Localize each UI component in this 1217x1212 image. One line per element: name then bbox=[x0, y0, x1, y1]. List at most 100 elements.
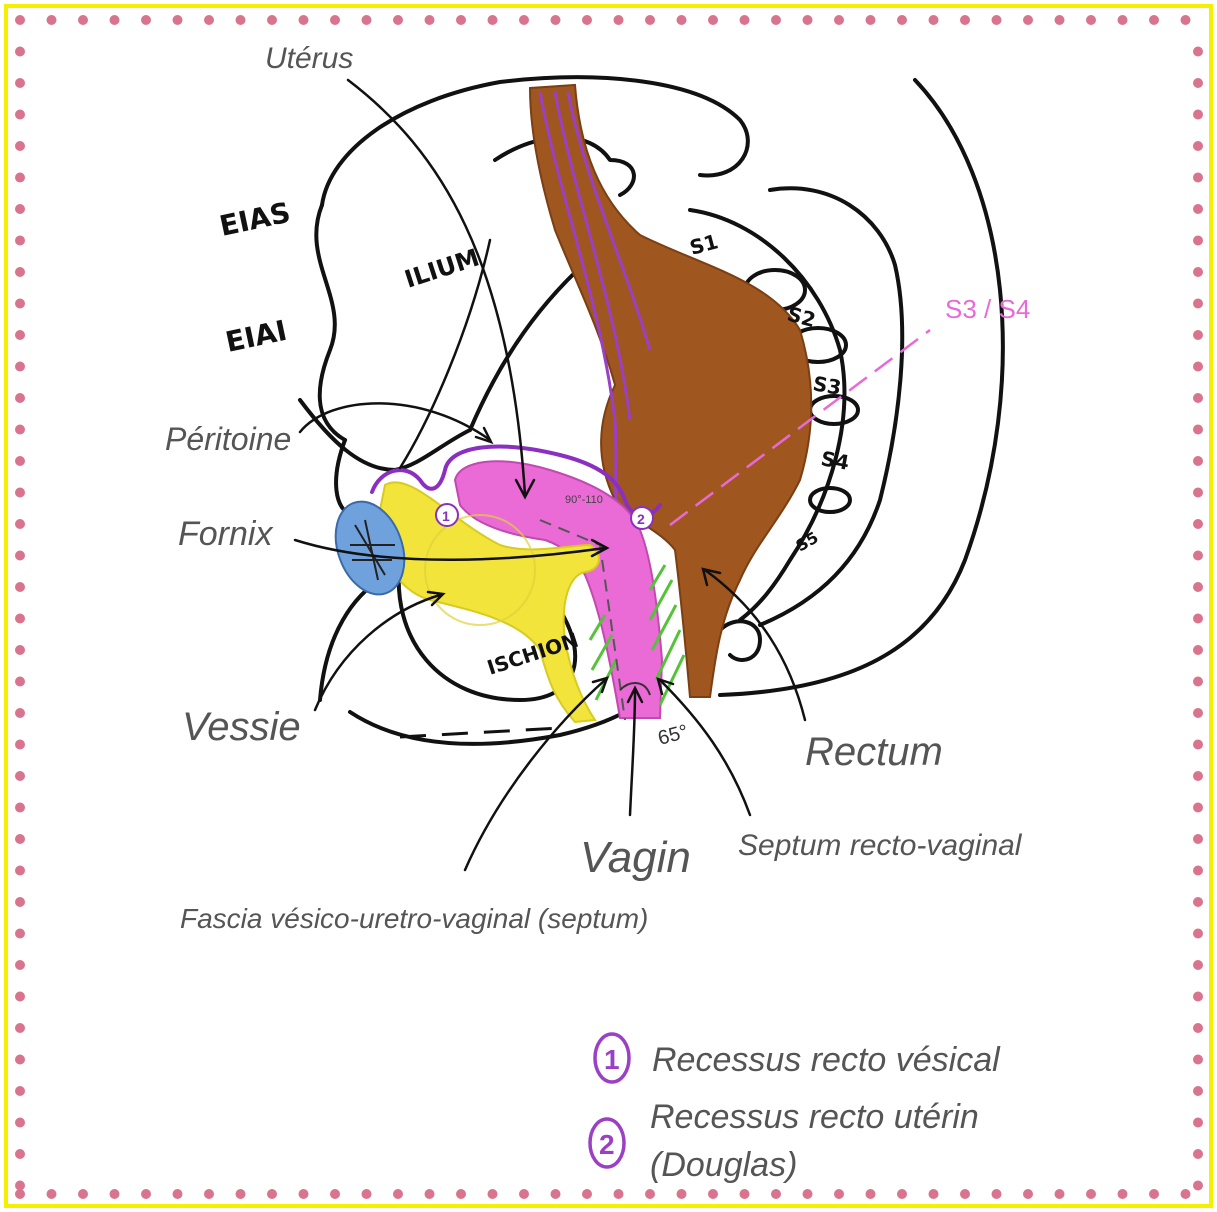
border-dot bbox=[1193, 299, 1203, 309]
legend-marker-2-num: 2 bbox=[599, 1129, 615, 1160]
legend-item-1-text: Recessus recto vésical bbox=[652, 1041, 1001, 1079]
border-dot bbox=[15, 645, 25, 655]
border-dot bbox=[1193, 204, 1203, 214]
label-septum: Septum recto-vaginal bbox=[738, 829, 1023, 862]
border-dot bbox=[1193, 173, 1203, 183]
border-dot bbox=[488, 1189, 498, 1199]
border-dot bbox=[236, 15, 246, 25]
border-dot bbox=[488, 15, 498, 25]
border-dot bbox=[15, 78, 25, 88]
border-dot bbox=[708, 15, 718, 25]
label-s3s4: S3 / S4 bbox=[945, 294, 1030, 324]
border-dot bbox=[15, 204, 25, 214]
border-dot bbox=[15, 425, 25, 435]
border-dot bbox=[1193, 236, 1203, 246]
border-dot bbox=[15, 771, 25, 781]
border-dot bbox=[204, 1189, 214, 1199]
border-dot bbox=[47, 15, 57, 25]
border-dot bbox=[15, 1086, 25, 1096]
label-angle-90: 90°-110 bbox=[565, 494, 603, 506]
border-dot bbox=[677, 15, 687, 25]
border-dot bbox=[834, 1189, 844, 1199]
border-dot bbox=[771, 1189, 781, 1199]
border-dot bbox=[15, 929, 25, 939]
border-dot bbox=[1193, 110, 1203, 120]
border-dot bbox=[834, 15, 844, 25]
border-dot bbox=[1193, 740, 1203, 750]
border-dot bbox=[15, 267, 25, 277]
border-dot bbox=[960, 1189, 970, 1199]
border-dot bbox=[1193, 1118, 1203, 1128]
border-dot bbox=[1193, 330, 1203, 340]
border-dot bbox=[15, 47, 25, 57]
border-dot bbox=[1193, 78, 1203, 88]
border-dot bbox=[897, 1189, 907, 1199]
border-dot bbox=[1193, 992, 1203, 1002]
label-uterus: Utérus bbox=[265, 42, 353, 75]
border-dot bbox=[866, 15, 876, 25]
border-dot bbox=[897, 15, 907, 25]
border-dot bbox=[1193, 771, 1203, 781]
border-dot bbox=[15, 519, 25, 529]
border-dot bbox=[15, 897, 25, 907]
border-dot bbox=[1023, 1189, 1033, 1199]
border-dot bbox=[141, 15, 151, 25]
border-dot bbox=[1193, 866, 1203, 876]
border-dot bbox=[929, 15, 939, 25]
legend-item-2-line1: Recessus recto utérin bbox=[650, 1098, 979, 1136]
border-dot bbox=[425, 15, 435, 25]
border-dot bbox=[1149, 15, 1159, 25]
border-dot bbox=[15, 393, 25, 403]
legend-item-2-line2: (Douglas) bbox=[650, 1146, 797, 1184]
recess-marker-1-num: 1 bbox=[442, 508, 450, 524]
border-dot bbox=[15, 330, 25, 340]
border-dot bbox=[78, 15, 88, 25]
border-dot bbox=[1193, 267, 1203, 277]
border-dot bbox=[740, 15, 750, 25]
label-vagin: Vagin bbox=[580, 833, 691, 882]
border-dot bbox=[362, 15, 372, 25]
border-dot bbox=[1193, 614, 1203, 624]
border-dot bbox=[15, 456, 25, 466]
border-dot bbox=[15, 992, 25, 1002]
border-dot bbox=[15, 1055, 25, 1065]
border-dot bbox=[866, 1189, 876, 1199]
border-dot bbox=[1193, 645, 1203, 655]
border-dot bbox=[1193, 47, 1203, 57]
border-dot bbox=[15, 740, 25, 750]
border-dot bbox=[456, 1189, 466, 1199]
border-dot bbox=[1023, 15, 1033, 25]
border-dot bbox=[1118, 1189, 1128, 1199]
border-dot bbox=[110, 1189, 120, 1199]
border-dot bbox=[15, 236, 25, 246]
border-dot bbox=[677, 1189, 687, 1199]
border-dot bbox=[15, 488, 25, 498]
border-dot bbox=[1193, 1149, 1203, 1159]
border-dot bbox=[803, 1189, 813, 1199]
border-dot bbox=[1055, 15, 1065, 25]
border-dot bbox=[1181, 15, 1191, 25]
border-dot bbox=[1193, 488, 1203, 498]
recess-marker-2-num: 2 bbox=[637, 511, 645, 527]
border-dot bbox=[519, 15, 529, 25]
border-dot bbox=[15, 803, 25, 813]
border-dot bbox=[15, 362, 25, 372]
border-dot bbox=[267, 15, 277, 25]
border-dot bbox=[15, 1118, 25, 1128]
border-dot bbox=[110, 15, 120, 25]
border-dot bbox=[299, 1189, 309, 1199]
border-dot bbox=[425, 1189, 435, 1199]
border-dot bbox=[1193, 1086, 1203, 1096]
border-dot bbox=[362, 1189, 372, 1199]
border-dot bbox=[15, 551, 25, 561]
border-dot bbox=[330, 15, 340, 25]
border-dot bbox=[614, 1189, 624, 1199]
border-dot bbox=[740, 1189, 750, 1199]
border-dot bbox=[393, 1189, 403, 1199]
border-dot bbox=[519, 1189, 529, 1199]
border-dot bbox=[15, 677, 25, 687]
border-dot bbox=[1193, 582, 1203, 592]
label-peritoine: Péritoine bbox=[165, 421, 291, 457]
border-dot bbox=[236, 1189, 246, 1199]
border-dot bbox=[960, 15, 970, 25]
